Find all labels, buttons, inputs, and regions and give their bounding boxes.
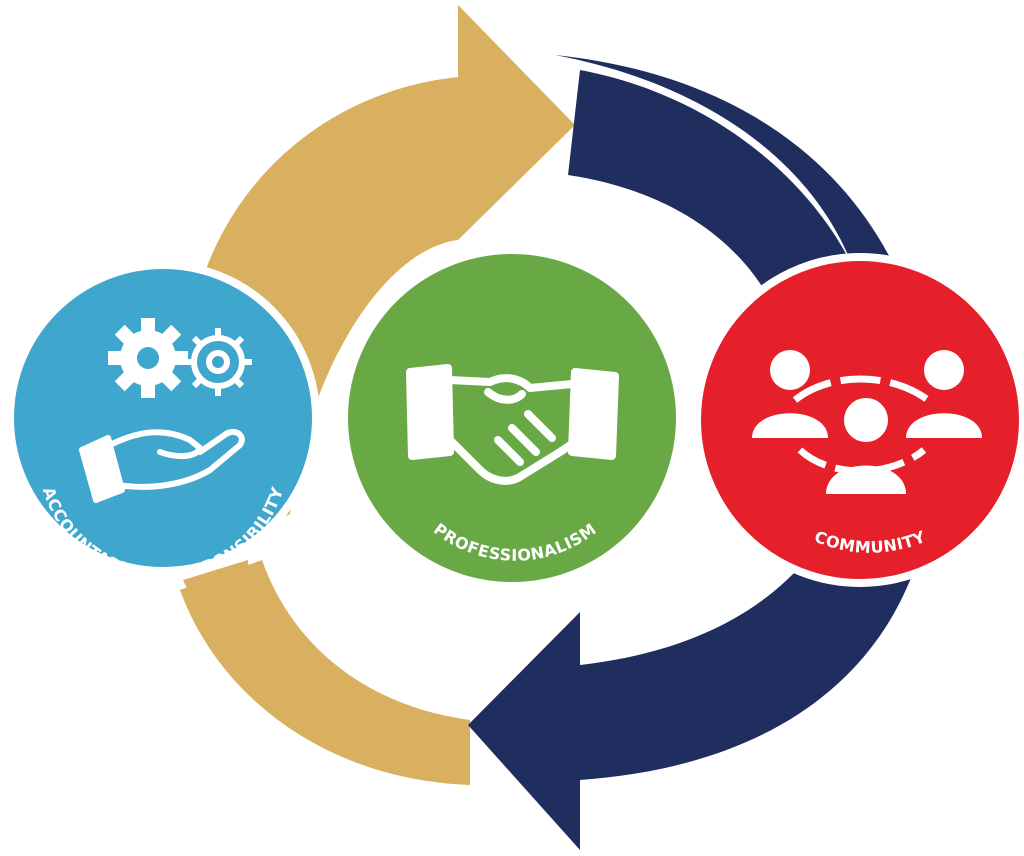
node-community: COMMUNITY	[693, 253, 1024, 587]
gold-arrow	[183, 5, 575, 775]
gears-in-hand-icon	[79, 318, 252, 503]
node-accountability: ACCOUNTABILITY/RESPONSIBILITY	[6, 261, 320, 584]
navy-arrow	[468, 55, 936, 850]
gold-lower-arc	[180, 560, 470, 785]
node-professionalism: PROFESSIONALISM	[348, 254, 676, 582]
professionalism-circle	[348, 254, 676, 582]
people-group-icon	[752, 350, 982, 494]
handshake-icon	[406, 364, 619, 485]
